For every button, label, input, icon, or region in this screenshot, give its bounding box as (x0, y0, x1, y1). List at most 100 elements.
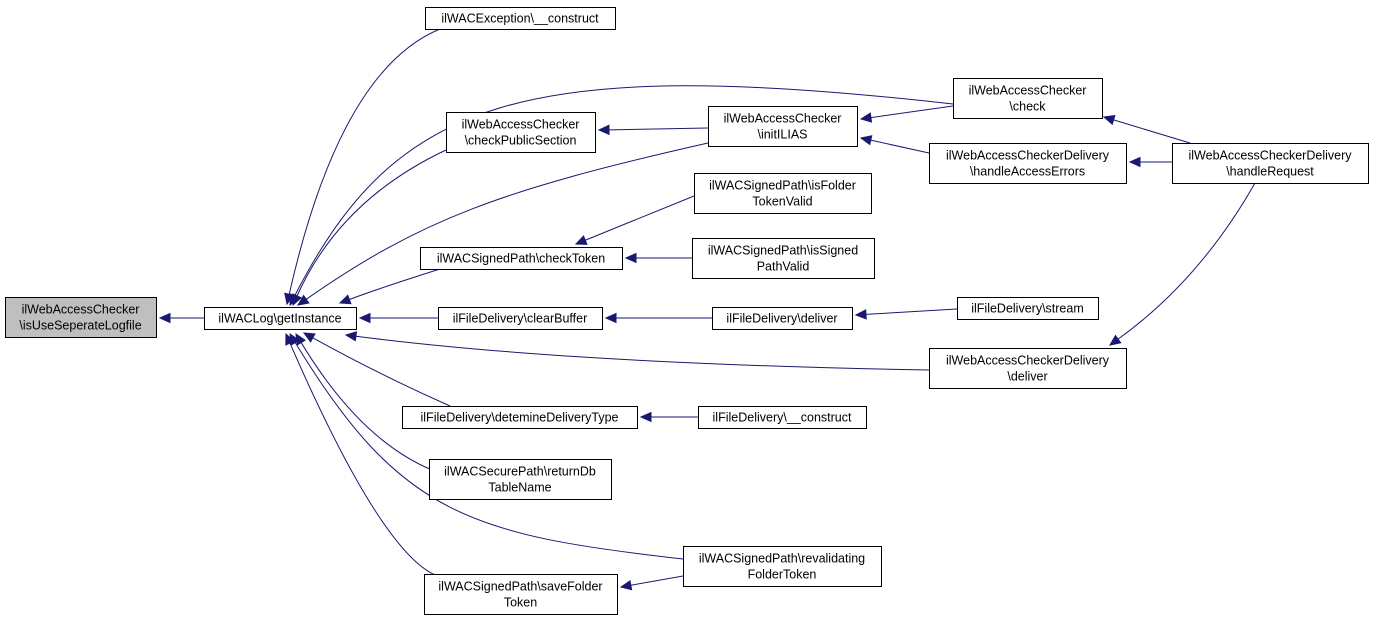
node-clearBuffer[interactable]: ilFileDelivery\clearBuffer (438, 307, 603, 330)
node-box (683, 546, 882, 587)
node-box (204, 307, 357, 330)
node-check[interactable]: ilWebAccessChecker\check (953, 78, 1103, 119)
edge-line (865, 308, 958, 315)
node-label: ilWACException\__construct (441, 12, 599, 26)
arrowhead-icon (358, 312, 371, 324)
edge-stream-to-fd_deliver (854, 308, 958, 320)
edge-handleRequest-to-handleAccessErrors (1128, 156, 1172, 168)
node-box (425, 7, 616, 30)
edge-checkPublicSection-to-getInstance (292, 149, 447, 307)
edge-line (312, 337, 451, 407)
arrowhead-icon (597, 124, 610, 136)
arrowhead-icon (1128, 156, 1141, 168)
arrowhead-icon (859, 135, 873, 146)
node-handleRequest[interactable]: ilWebAccessCheckerDelivery \handleRequest (1172, 143, 1369, 184)
arrowhead-icon (604, 312, 617, 324)
edge-line (289, 342, 436, 576)
edge-handleRequest-to-check (1102, 114, 1191, 144)
node-wacd_deliver[interactable]: ilWebAccessCheckerDelivery\deliver (929, 348, 1127, 389)
node-label: \checkPublicSection (465, 134, 577, 148)
node-label: PathValid (757, 260, 810, 274)
node-label: ilWebAccessCheckerDelivery (1188, 149, 1352, 163)
node-box (929, 348, 1127, 389)
edge-wacd_deliver-to-getInstance (344, 331, 930, 371)
node-label: ilFileDelivery\detemineDeliveryType (421, 411, 619, 425)
node-label: \handleRequest (1226, 165, 1314, 179)
node-label: TokenValid (752, 195, 812, 209)
node-getInstance[interactable]: ilWACLog\getInstance (204, 307, 357, 330)
edge-clearBuffer-to-getInstance (358, 312, 438, 324)
node-box (698, 406, 867, 429)
edge-line (300, 342, 433, 471)
node-box (424, 574, 618, 615)
node-box (5, 297, 157, 338)
node-detemineDeliveryType[interactable]: ilFileDelivery\detemineDeliveryType (402, 406, 638, 429)
node-label: Token (504, 596, 537, 610)
node-label: \handleAccessErrors (970, 165, 1085, 179)
node-initILIAS[interactable]: ilWebAccessChecker\initILIAS (708, 106, 858, 147)
edge-detemineDeliveryType-to-getInstance (302, 332, 451, 407)
node-box (694, 173, 872, 214)
edge-initILIAS-to-checkPublicSection (597, 124, 709, 136)
edge-getInstance-to-root (158, 312, 204, 324)
arrowhead-icon (574, 235, 588, 245)
edge-line (294, 85, 954, 297)
edge-revalidatingFolderToken-to-getInstance (289, 332, 684, 560)
node-label: FolderToken (748, 568, 817, 582)
edge-line (870, 139, 930, 154)
node-label: ilWebAccessChecker (22, 303, 140, 317)
edge-fd_deliver-to-clearBuffer (604, 312, 712, 324)
edge-initILIAS-to-getInstance (297, 142, 709, 306)
node-label: ilFileDelivery\clearBuffer (453, 312, 588, 326)
node-exc_construct[interactable]: ilWACException\__construct (425, 7, 616, 30)
node-checkPublicSection[interactable]: ilWebAccessChecker \checkPublicSection (446, 112, 596, 153)
edges-layer (158, 28, 1256, 591)
node-label: \initILIAS (757, 128, 807, 142)
node-label: TableName (488, 481, 551, 495)
node-label: ilFileDelivery\deliver (726, 312, 837, 326)
node-checkToken[interactable]: ilWACSignedPath\checkToken (420, 247, 623, 270)
node-fd_deliver[interactable]: ilFileDelivery\deliver (712, 307, 853, 330)
node-label: ilWACSignedPath\checkToken (437, 252, 605, 266)
node-label: ilWACLog\getInstance (218, 312, 341, 326)
node-box (712, 307, 853, 330)
node-box (446, 112, 596, 153)
edge-handleAccessErrors-to-initILIAS (859, 135, 930, 154)
arrowhead-icon (158, 312, 171, 324)
node-stream[interactable]: ilFileDelivery\stream (957, 297, 1099, 320)
node-handleAccessErrors[interactable]: ilWebAccessCheckerDelivery\handleAccessE… (929, 143, 1127, 184)
node-box (708, 106, 858, 147)
arrowhead-icon (639, 411, 652, 423)
arrowhead-icon (624, 252, 637, 264)
node-fd_construct[interactable]: ilFileDelivery\__construct (698, 406, 867, 429)
edge-check-to-initILIAS (859, 105, 954, 123)
edge-line (288, 28, 441, 295)
arrowhead-icon (619, 579, 633, 591)
arrowhead-icon (285, 332, 296, 346)
edge-line (355, 335, 930, 371)
edge-line (305, 142, 709, 300)
arrowhead-icon (854, 309, 867, 320)
node-label: ilWACSignedPath\saveFolder (438, 580, 602, 594)
node-label: \check (1009, 100, 1046, 114)
edge-isSignedPathValid-to-checkToken (624, 252, 692, 264)
node-label: ilFileDelivery\__construct (713, 411, 852, 425)
node-label: ilWACSignedPath\isSigned (708, 244, 858, 258)
edge-line (630, 575, 684, 586)
node-box (953, 78, 1103, 119)
node-label: ilWACSecurePath\returnDb (444, 465, 596, 479)
node-label: ilWebAccessChecker (462, 118, 580, 132)
edge-fd_construct-to-detemineDeliveryType (639, 411, 698, 423)
edge-line (585, 195, 695, 241)
edge-line (608, 127, 709, 131)
edge-saveFolderToken-to-getInstance (285, 332, 436, 576)
node-box (429, 459, 612, 500)
node-root[interactable]: ilWebAccessChecker\isUseSeperateLogfile (5, 297, 157, 338)
arrowhead-icon (1109, 334, 1122, 346)
